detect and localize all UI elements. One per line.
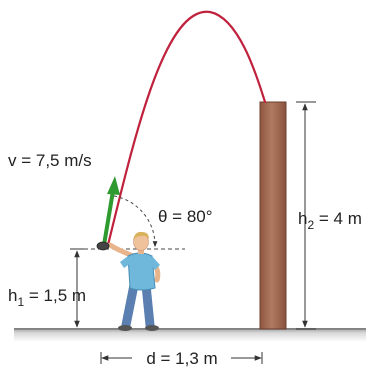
velocity-vector xyxy=(102,176,120,246)
velocity-label: v = 7,5 m/s xyxy=(8,151,92,170)
h2-label-value: = 4 m xyxy=(314,209,362,228)
h1-label-main: h xyxy=(8,286,17,305)
ground xyxy=(14,328,366,342)
h1-label: h1 = 1,5 m xyxy=(8,286,86,309)
angle-label: θ = 80° xyxy=(158,207,213,226)
trajectory-curve xyxy=(106,10,267,247)
angle-arc xyxy=(113,195,158,248)
h2-label: h2 = 4 m xyxy=(298,209,362,232)
h2-dimension xyxy=(296,101,316,330)
h2-label-main: h xyxy=(298,209,307,228)
h1-dimension xyxy=(70,248,84,328)
pole xyxy=(259,101,287,330)
thrower-figure xyxy=(96,231,161,331)
distance-label: d = 1,3 m xyxy=(146,349,217,367)
d-dimension xyxy=(100,352,263,364)
h1-label-value: = 1,5 m xyxy=(24,286,86,305)
h2-label-sub: 2 xyxy=(307,218,314,232)
h1-label-sub: 1 xyxy=(17,295,24,309)
